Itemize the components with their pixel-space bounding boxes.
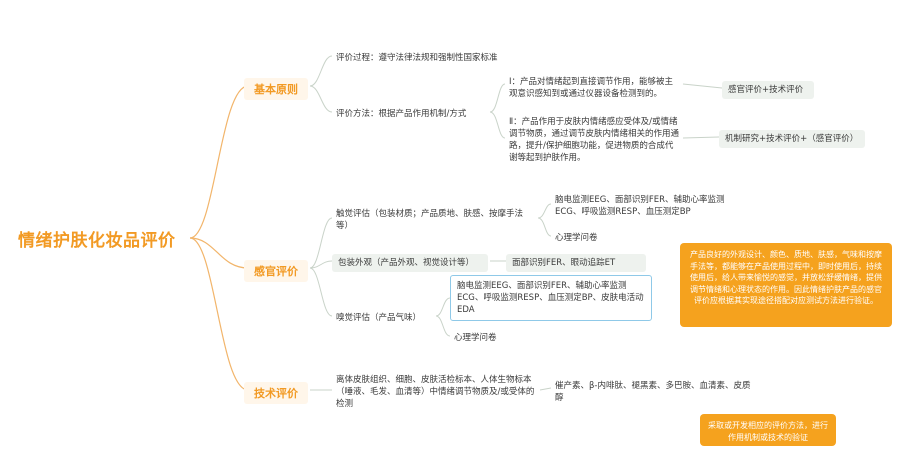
sensory-summary-note[interactable]: 产品良好的外观设计、颜色、质地、肤感，气味和按摩手法等，都能够在产品使用过程中，… [680, 243, 892, 327]
appearance-methods-node[interactable]: 面部识别FER、眼动追踪ET [506, 254, 646, 272]
smell-survey-node[interactable]: 心理学问卷 [454, 333, 497, 343]
smell-methods-node[interactable]: 脑电监测EEG、面部识别FER、辅助心率监测ECG、呼吸监测RESP、血压测定B… [450, 275, 652, 321]
tech-substances-node[interactable]: 催产素、β-内啡肽、褪黑素、多巴胺、血清素、皮质醇 [555, 381, 751, 403]
type-one-node[interactable]: Ⅰ：产品对情绪起到直接调节作用，能够被主观意识感知到或通过仪器设备检测到的。 [509, 77, 674, 99]
evaluation-method-node[interactable]: 评价方法：根据产品作用机制/方式 [336, 109, 467, 119]
touch-survey-node[interactable]: 心理学问卷 [555, 233, 598, 243]
touch-assessment-node[interactable]: 触觉评估（包装材质；产品质地、肤感、按摩手法等） [336, 209, 524, 231]
evaluation-process-node[interactable]: 评价过程：遵守法律法规和强制性国家标准 [336, 53, 498, 63]
smell-assessment-node[interactable]: 嗅觉评估（产品气味） [336, 313, 422, 323]
root-topic[interactable]: 情绪护肤化妆品评价 [18, 231, 176, 251]
type-one-evaluation[interactable]: 感官评价+技术评价 [722, 81, 814, 99]
category-technical-evaluation[interactable]: 技术评价 [244, 382, 308, 404]
tech-summary-note[interactable]: 采取或开发相应的评价方法，进行作用机制或技术的验证 [700, 414, 836, 446]
appearance-assessment-node[interactable]: 包装外观（产品外观、视觉设计等） [332, 254, 488, 272]
category-sensory-evaluation[interactable]: 感官评价 [244, 260, 308, 282]
type-two-node[interactable]: Ⅱ：产品作用于皮肤内情绪感应受体及/或情绪调节物质，通过调节皮肤内情绪相关的作用… [509, 117, 680, 163]
tech-detection-targets-node[interactable]: 离体皮肤组织、细胞、皮肤活检标本、人体生物标本（唾液、毛发、血清等）中情绪调节物… [336, 375, 535, 409]
touch-methods-node[interactable]: 脑电监测EEG、面部识别FER、辅助心率监测ECG、呼吸监测RESP、血压测定B… [555, 195, 725, 217]
type-two-evaluation[interactable]: 机制研究+技术评价+（感官评价） [719, 130, 865, 148]
category-basic-principles[interactable]: 基本原则 [244, 78, 308, 100]
